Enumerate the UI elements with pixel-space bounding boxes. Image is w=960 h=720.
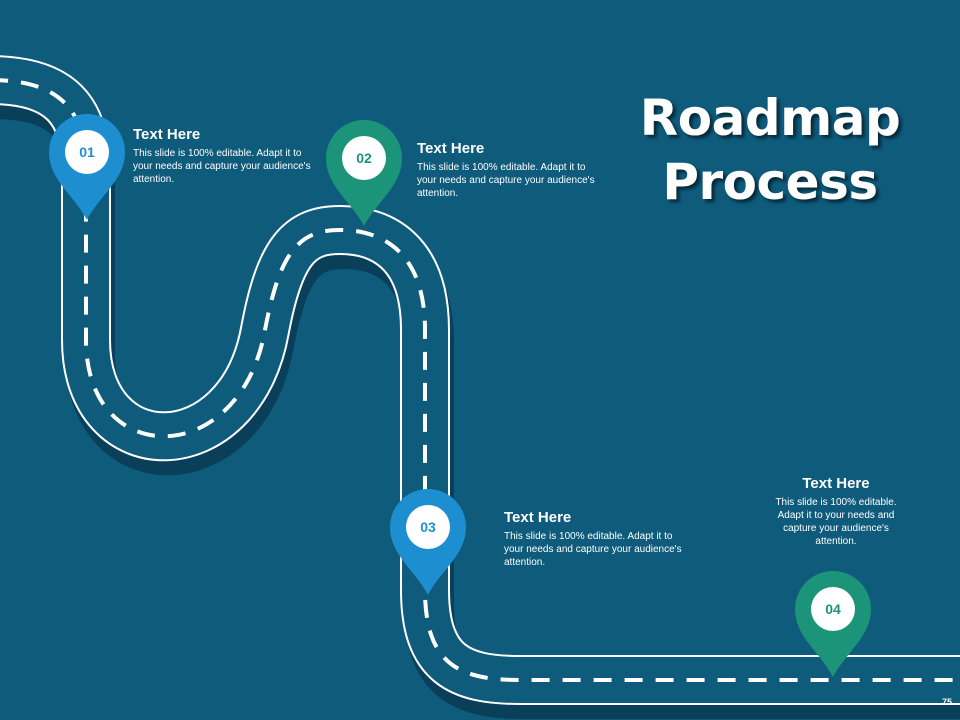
title-line-2: Process — [662, 153, 878, 211]
step-04-body: This slide is 100% editable. Adapt it to… — [775, 497, 897, 547]
page-number: 75 — [941, 697, 952, 707]
step-04-heading: Text Here — [802, 475, 870, 492]
step-01-text: Text Here This slide is 100% editable. A… — [133, 126, 323, 186]
step-03-text: Text Here This slide is 100% editable. A… — [504, 509, 684, 569]
step-04-text: Text Here This slide is 100% editable. A… — [770, 475, 902, 548]
step-03-heading: Text Here — [504, 509, 572, 526]
step-02-body: This slide is 100% editable. Adapt it to… — [417, 162, 595, 199]
step-01-heading: Text Here — [133, 126, 201, 143]
step-02-text: Text Here This slide is 100% editable. A… — [417, 140, 595, 200]
step-02-number: 02 — [342, 136, 386, 180]
step-01-number: 01 — [65, 130, 109, 174]
step-03-number: 03 — [406, 505, 450, 549]
page-title: Roadmap Process — [610, 86, 930, 214]
step-01-body: This slide is 100% editable. Adapt it to… — [133, 148, 311, 185]
step-03-body: This slide is 100% editable. Adapt it to… — [504, 531, 682, 568]
step-02-heading: Text Here — [417, 140, 485, 157]
title-line-1: Roadmap — [639, 89, 901, 147]
step-04-number: 04 — [811, 587, 855, 631]
